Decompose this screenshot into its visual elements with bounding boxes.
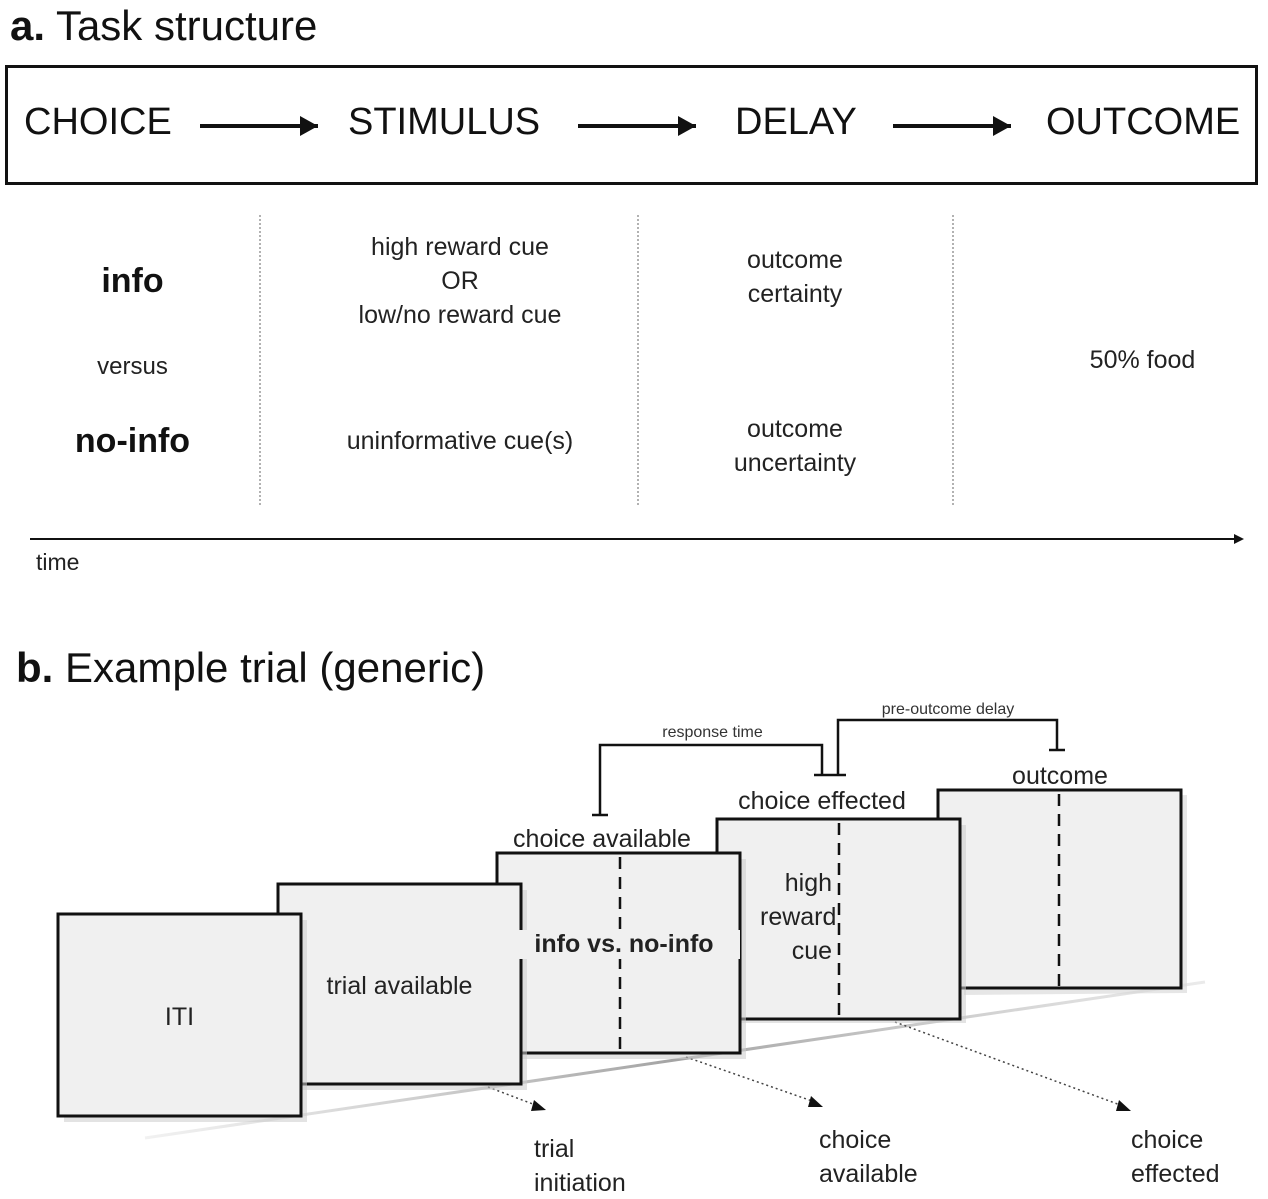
stage-arrow: [578, 116, 696, 136]
info-stimulus-line: high reward cue: [371, 233, 549, 261]
choice-available-event-label: choice available: [819, 1123, 918, 1191]
choice-screen-label: info vs. no-info: [508, 930, 740, 959]
outcome-text: 50% food: [1089, 346, 1196, 374]
cue-screen-label: high reward cue: [760, 866, 837, 968]
choice-effected-label: choice effected: [738, 787, 906, 815]
response-time-bracket: [592, 743, 830, 817]
pre-outcome-delay-bracket: [830, 718, 1065, 777]
info-stimulus-text: high reward cue OR low/no reward cue: [300, 230, 620, 332]
choice-available-event-line: choice: [819, 1126, 892, 1154]
stage-stimulus: STIMULUS: [348, 101, 541, 143]
choice-available-event-line: available: [819, 1160, 918, 1188]
info-delay-text: outcome certainty: [680, 243, 910, 311]
info-delay-line: certainty: [747, 280, 843, 308]
part-b-heading: b. Example trial (generic): [16, 644, 485, 692]
part-a-letter: a.: [10, 2, 46, 49]
event-pointer: [894, 1021, 1131, 1111]
time-label: time: [36, 549, 80, 575]
info-label: info: [101, 262, 164, 300]
trial-available-screen-label: trial available: [326, 972, 473, 1000]
trial-initiation-label: trial initiation: [534, 1132, 626, 1199]
stage-arrow: [893, 116, 1011, 136]
stage-delay: DELAY: [735, 101, 857, 143]
stage-arrow: [200, 116, 318, 136]
versus-label: versus: [97, 353, 168, 380]
part-a-title: Task structure: [55, 2, 318, 49]
noinfo-stimulus-text: uninformative cue(s): [346, 427, 574, 455]
cue-screen-line: cue: [791, 937, 832, 965]
event-pointer: [487, 1086, 546, 1111]
pre-outcome-delay-label: pre-outcome delay: [881, 701, 1015, 718]
info-stimulus-line: low/no reward cue: [358, 301, 562, 329]
trial-initiation-line: trial: [534, 1135, 575, 1163]
stage-outcome: OUTCOME: [1046, 101, 1241, 143]
trial-initiation-line: initiation: [534, 1169, 626, 1197]
choice-available-label: choice available: [513, 825, 691, 853]
noinfo-label: no-info: [74, 422, 191, 460]
trial-available-screen: [276, 882, 527, 1090]
outcome-screen: [936, 788, 1187, 995]
part-b-title: Example trial (generic): [65, 644, 486, 691]
part-b-graphics: [56, 718, 1206, 1140]
choice-effected-event-label: choice effected: [1131, 1123, 1220, 1191]
response-time-label: response time: [662, 724, 763, 741]
outcome-label: outcome: [1012, 762, 1108, 790]
cue-screen-line: reward: [760, 903, 837, 931]
choice-effected-event-line: choice: [1131, 1126, 1204, 1154]
stage-choice: CHOICE: [24, 101, 172, 143]
iti-screen: [56, 912, 307, 1122]
part-b-letter: b.: [16, 644, 54, 691]
cue-screen: [715, 817, 966, 1023]
noinfo-delay-text: outcome uncertainty: [680, 412, 910, 480]
time-axis: [30, 534, 1244, 544]
perspective-timeline: [144, 980, 1206, 1140]
info-delay-line: outcome: [747, 246, 843, 274]
cue-screen-line: high: [784, 869, 832, 897]
noinfo-delay-line: uncertainty: [733, 449, 857, 477]
choice-effected-event-line: effected: [1131, 1160, 1220, 1188]
noinfo-delay-line: outcome: [747, 415, 843, 443]
part-a-heading: a. Task structure: [10, 2, 317, 50]
iti-screen-label: ITI: [164, 1003, 195, 1031]
event-pointer: [685, 1056, 823, 1107]
part-a-graphics: [30, 116, 1244, 544]
info-stimulus-line: OR: [441, 267, 479, 295]
